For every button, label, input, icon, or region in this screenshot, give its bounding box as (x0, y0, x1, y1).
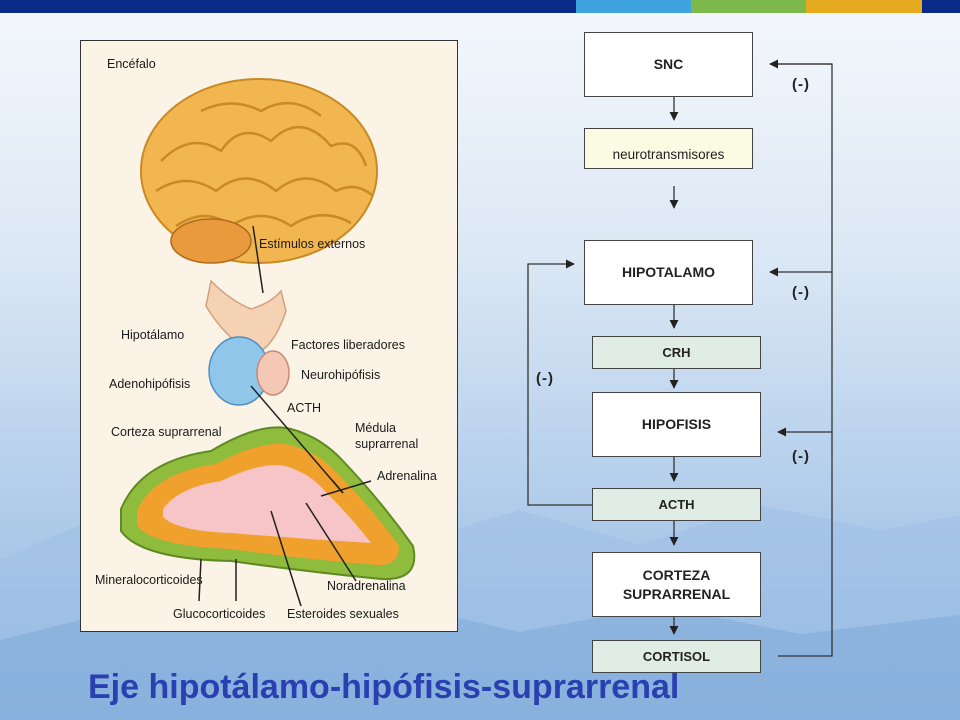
feedback-line-left (527, 259, 592, 506)
top-bar-gold (806, 0, 922, 13)
neurohypophysis-shape (256, 350, 290, 396)
label-estimulos-externos: Estímulos externos (259, 237, 366, 251)
negative-feedback-acth: (-) (536, 370, 554, 387)
top-bar-navy (0, 0, 576, 13)
label-medula: Médula (355, 421, 396, 435)
corteza-line-2: SUPRARRENAL (622, 585, 731, 602)
label-medula-suprarrenal: suprarrenal (355, 437, 419, 451)
label-adrenalina: Adrenalina (377, 469, 437, 483)
negative-feedback-hipofisis: (-) (792, 448, 810, 465)
negative-feedback-snc: (-) (792, 76, 810, 93)
top-bar-green (691, 0, 806, 13)
negative-feedback-hipotalamo: (-) (792, 284, 810, 301)
top-bar-navy-end (922, 0, 960, 13)
slide-title: Eje hipotálamo-hipófisis-suprarrenal (88, 668, 680, 706)
label-adenohipofisis: Adenohipófisis (109, 377, 191, 391)
box-neurotransmisores: neurotransmisores (584, 128, 753, 169)
anatomy-drawing (120, 78, 416, 607)
top-bar-sky (576, 0, 691, 13)
top-color-bar (0, 0, 960, 13)
label-factores-liberadores: Factores liberadores (291, 338, 405, 352)
corteza-line-1: CORTEZA (642, 566, 711, 583)
label-encefalo: Encéfalo (107, 57, 156, 71)
hypothalamus-stalk (205, 279, 287, 352)
anatomy-illustration: Encéfalo Estímulos externos Hipotálamo F… (80, 40, 458, 632)
box-hipotalamo: HIPOTALAMO (584, 240, 753, 305)
label-mineralocorticoides: Mineralocorticoides (95, 573, 203, 587)
label-neurohipofisis: Neurohipófisis (301, 368, 381, 382)
box-cortisol: CORTISOL (592, 640, 761, 673)
box-corteza-suprarrenal: CORTEZA SUPRARRENAL (592, 552, 761, 617)
box-hipofisis: HIPOFISIS (592, 392, 761, 457)
label-hipotalamo: Hipotálamo (121, 328, 185, 342)
box-snc: SNC (584, 32, 753, 97)
label-glucocorticoides: Glucocorticoides (173, 607, 266, 621)
label-corteza-suprarrenal: Corteza suprarrenal (111, 425, 222, 439)
box-crh: CRH (592, 336, 761, 369)
feedback-line-right (778, 63, 833, 657)
label-noradrenalina: Noradrenalina (327, 579, 406, 593)
label-acth: ACTH (287, 401, 322, 415)
box-acth: ACTH (592, 488, 761, 521)
label-esteroides-sexuales: Esteroides sexuales (287, 607, 399, 621)
cerebellum-shape (170, 218, 252, 264)
